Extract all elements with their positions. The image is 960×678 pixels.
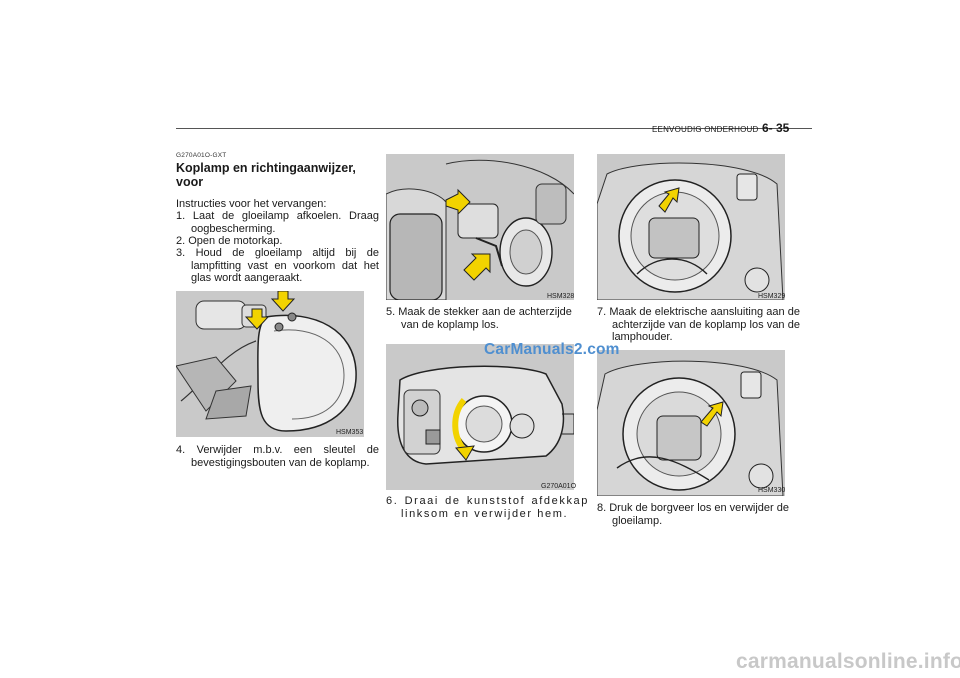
lampholder-connection-illustration (597, 154, 785, 300)
image-code-hsm328: HSM328 (547, 293, 575, 300)
step-2: 2. Open de motorkap. (176, 235, 283, 247)
image-code-hsm353: HSM353 (336, 429, 364, 436)
cover-cap-illustration (386, 344, 574, 490)
section-code: G270A01O-GXT (176, 152, 227, 159)
step-4: 4. Verwijder m.b.v. een sleutel de beves… (176, 444, 379, 469)
section-heading: Koplamp en richtingaanwijzer, voor (176, 161, 356, 189)
watermark-carmanuals2[interactable]: CarManuals2.com (484, 341, 620, 358)
headlamp-bolts-illustration (176, 291, 364, 437)
step-8: 8. Druk de borgveer los en verwijder de … (597, 502, 789, 527)
step-6: 6. Draai de kunststof afdekkap linksom e… (386, 495, 589, 520)
page-number: 6- 35 (762, 121, 790, 135)
bulb-clip-illustration (597, 350, 785, 496)
step-7: 7. Maak de elektrische aansluiting aan d… (597, 306, 800, 343)
step-1: 1. Laat de gloeilamp afkoelen. Draag oog… (176, 210, 379, 235)
watermark-carmanualsonline[interactable]: carmanualsonline.info (736, 650, 960, 673)
image-code-hsm330: HSM330 (758, 487, 786, 494)
section-title: EENVOUDIG ONDERHOUD (652, 125, 759, 134)
image-code-hsm329: HSM329 (758, 293, 786, 300)
step-3: 3. Houd de gloeilamp altijd bij de lampf… (176, 247, 379, 284)
header-rule (176, 128, 812, 129)
image-code-g270a01o: G270A01O (541, 483, 577, 490)
step-4-text: 4. Verwijder m.b.v. een sleutel de beves… (176, 444, 379, 469)
step-5: 5. Maak de stekker aan de achterzijde va… (386, 306, 572, 331)
intro-text: Instructies voor het vervangen: (176, 198, 327, 210)
connector-illustration (386, 154, 574, 300)
